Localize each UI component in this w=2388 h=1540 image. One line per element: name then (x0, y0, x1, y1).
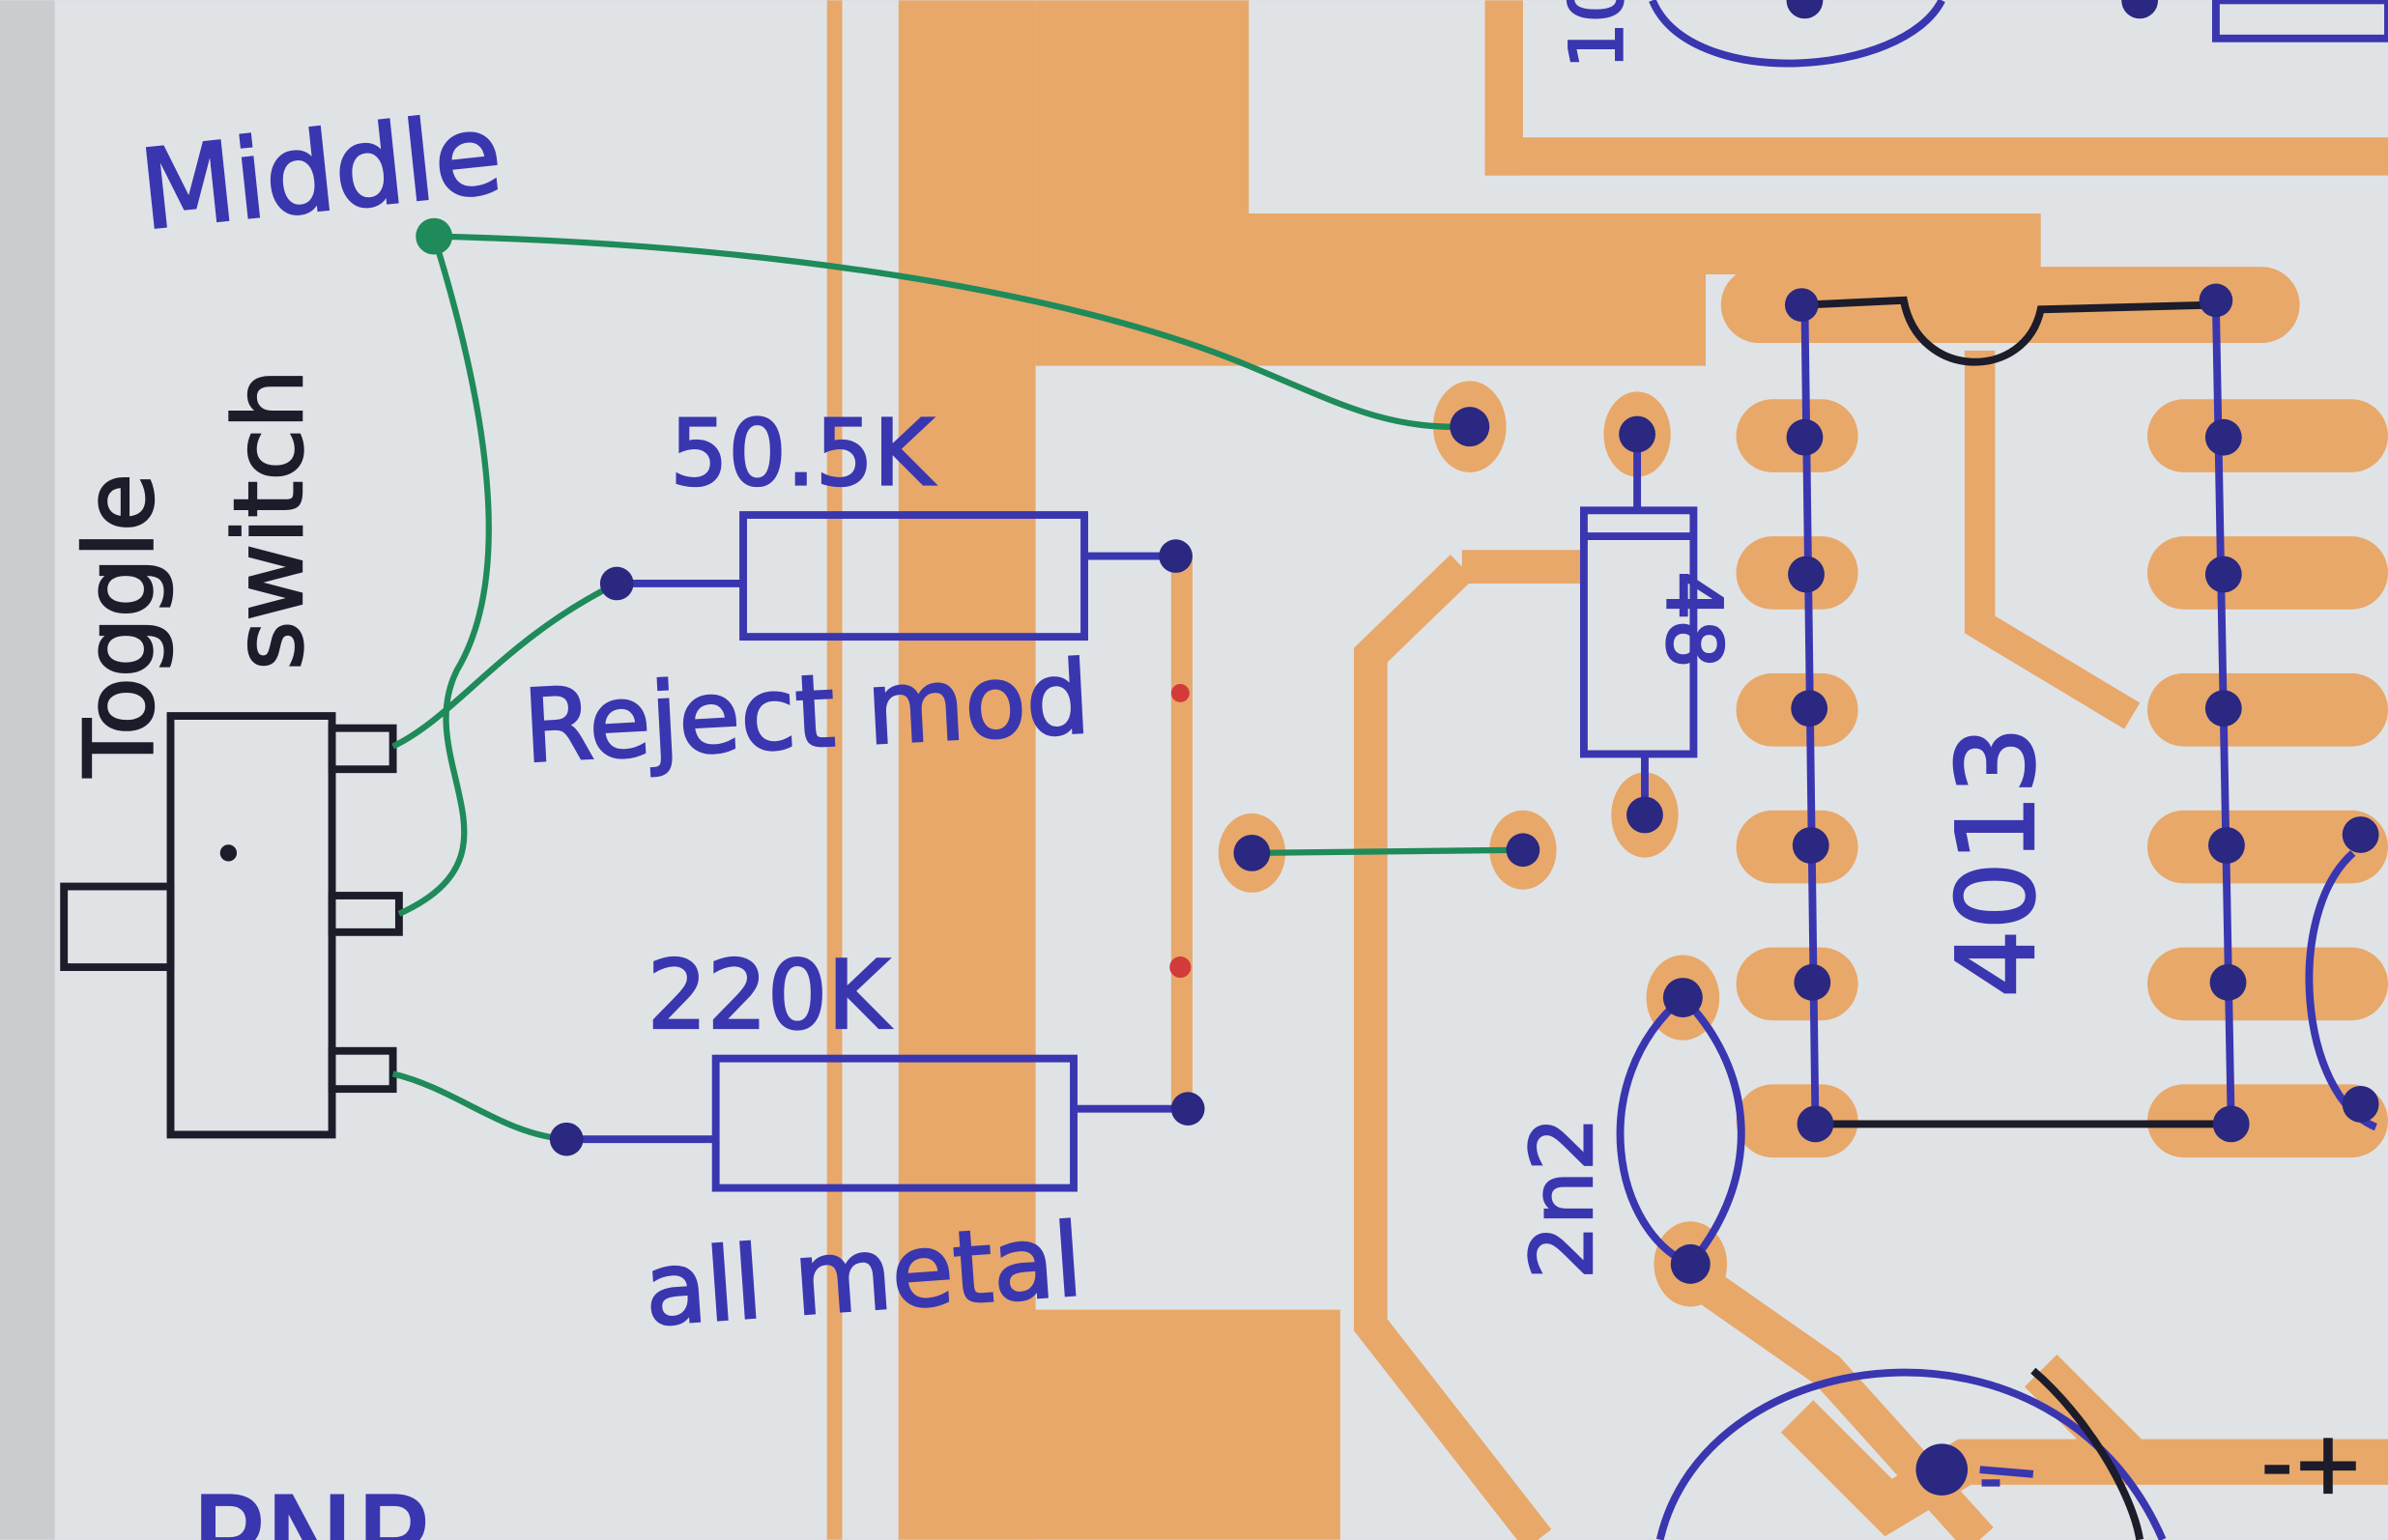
label-switch: switch (215, 369, 325, 670)
label-pnp-partial: PNP (190, 1470, 428, 1540)
wire-switch-bottom (391, 1070, 567, 1143)
wire-jumper (1252, 846, 1523, 857)
green-wires (391, 233, 1523, 1143)
wire-switch-top (391, 581, 619, 750)
label-toggle: Toggle (66, 473, 176, 778)
resistor-220k (711, 1054, 1078, 1192)
wire-middle-to-switch (397, 235, 492, 917)
label-top-partial: 10 (1554, 0, 1639, 69)
label-capacitor-2n2: 2n2 (1512, 1117, 1612, 1279)
label-resistor-48: 48 (1650, 571, 1739, 668)
toggle-switch-symbol (60, 712, 403, 1139)
red-mark (1170, 683, 1190, 702)
label-resistor-bottom: 220K (647, 941, 892, 1051)
solder-dots (549, 0, 2379, 1496)
wire-middle-to-pad (434, 233, 1470, 431)
resistor-50-5k (739, 511, 1088, 642)
label-minus: - (1980, 1443, 2002, 1515)
paper-edge (0, 0, 55, 1540)
ic-4013-outline (1804, 296, 2231, 1540)
label-plus-right: -+ (2261, 1413, 2364, 1513)
top-circle (1649, 0, 1945, 68)
label-resistor-top: 50.5K (670, 401, 935, 507)
red-mark (1169, 956, 1192, 979)
label-ic-4013: 4013 (1936, 727, 2059, 998)
middle-node (416, 217, 453, 255)
